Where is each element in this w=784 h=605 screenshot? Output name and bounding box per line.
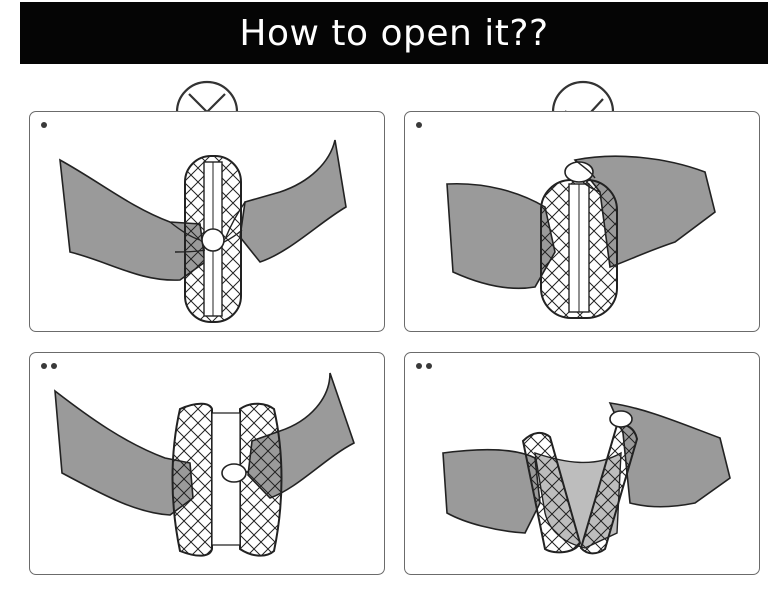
illustration-open-book-right [442,402,731,555]
step-indicator-2 [416,122,422,128]
step-panel-4-right [404,352,760,575]
title-banner: How to open it?? [20,2,768,64]
step-dot [41,363,47,369]
step-indicator-1 [41,122,47,128]
step-panel-2-right [404,111,760,332]
illustration-pull-apart-wrong [59,139,347,323]
page-title: How to open it?? [239,12,549,54]
illustration-open-sideways-wrong [54,372,355,557]
step-dot [416,122,422,128]
illustration-pinch-latch-right [446,155,716,319]
step-panel-3-wrong [29,352,385,575]
step-dot [416,363,422,369]
step-indicator-3 [41,363,57,369]
step-indicator-4 [416,363,432,369]
step-dot [51,363,57,369]
step-dot [426,363,432,369]
step-panel-1-wrong [29,111,385,332]
step-dot [41,122,47,128]
